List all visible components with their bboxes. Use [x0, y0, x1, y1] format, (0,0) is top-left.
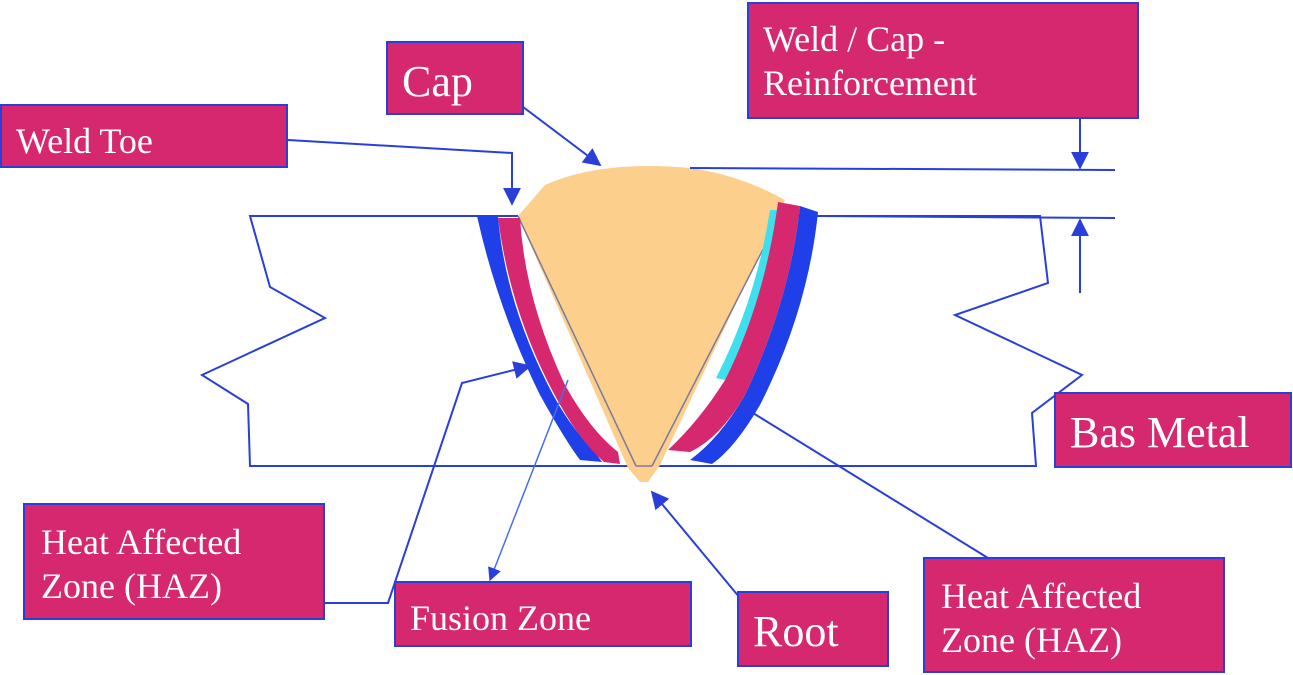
cap-label-text: Cap [402, 57, 473, 106]
haz-right-blue-band [690, 206, 818, 464]
haz-right-magenta-band [668, 202, 800, 452]
base-metal-left-plate [199, 215, 636, 467]
weld-toe-leader-line [287, 139, 521, 206]
haz-right-cyan-band [716, 210, 778, 380]
weld-fusion-zone-shape [518, 166, 785, 482]
root-leader-line [650, 490, 741, 599]
reinforcement-bottom-line [817, 215, 1116, 219]
cap-label: Cap [386, 41, 524, 115]
fusion-zone-leader-line [488, 379, 569, 582]
fusion-zone-label: Fusion Zone [394, 581, 692, 647]
reinforcement-label-line1: Weld / Cap - [763, 19, 946, 59]
weld-toe-label: Weld Toe [0, 104, 288, 168]
base-metal-label: Bas Metal [1054, 392, 1292, 468]
base-metal-right-plate [652, 215, 1084, 467]
haz-left-blue-band [477, 216, 602, 462]
reinforcement-label: Weld / Cap - Reinforcement [747, 2, 1139, 119]
groove-bevel-left [517, 215, 637, 467]
base-metal-label-text: Bas Metal [1070, 408, 1250, 457]
haz-left-label-line1: Heat Affected [41, 522, 242, 562]
reinforcement-top-line [689, 167, 1116, 171]
weld-toe-label-text: Weld Toe [16, 121, 153, 161]
haz-left-leader-line [325, 361, 532, 604]
reinforcement-label-line2: Reinforcement [763, 62, 977, 103]
haz-right-label-line2: Zone (HAZ) [941, 619, 1122, 660]
root-label-text: Root [753, 607, 839, 656]
haz-right-label: Heat Affected Zone (HAZ) [923, 557, 1225, 673]
groove-bevel-right [651, 215, 781, 467]
haz-left-label-line2: Zone (HAZ) [41, 565, 222, 606]
root-label: Root [737, 591, 889, 667]
haz-left-magenta-band [498, 218, 620, 464]
haz-left-label: Heat Affected Zone (HAZ) [23, 503, 325, 620]
haz-right-leader-line [739, 404, 989, 559]
fusion-zone-label-text: Fusion Zone [410, 598, 592, 638]
haz-right-label-line1: Heat Affected [941, 576, 1142, 616]
